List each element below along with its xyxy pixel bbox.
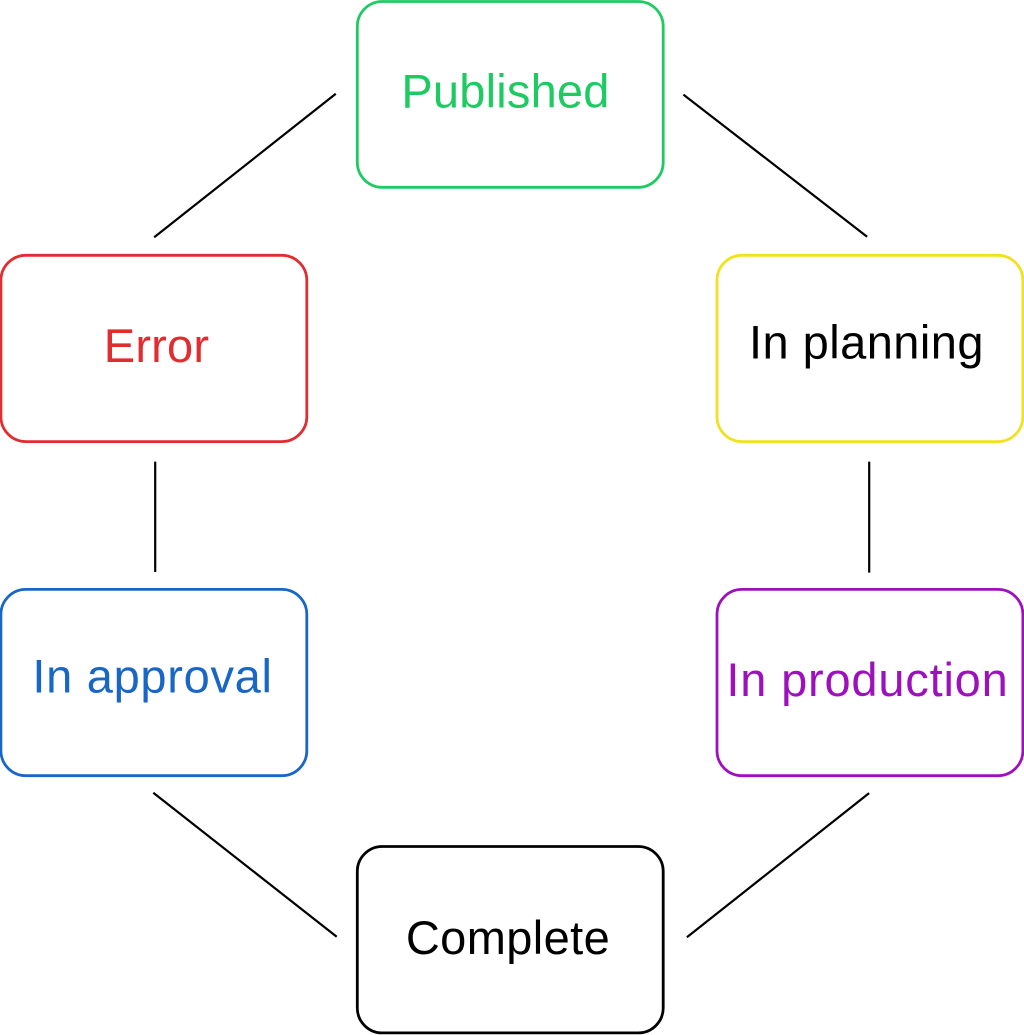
svg-text:Error: Error — [104, 319, 209, 372]
svg-text:Complete: Complete — [406, 911, 610, 964]
svg-text:Published: Published — [401, 65, 609, 118]
svg-text:In approval: In approval — [32, 650, 272, 703]
svg-text:In planning: In planning — [749, 316, 984, 369]
svg-text:In production: In production — [726, 653, 1008, 706]
